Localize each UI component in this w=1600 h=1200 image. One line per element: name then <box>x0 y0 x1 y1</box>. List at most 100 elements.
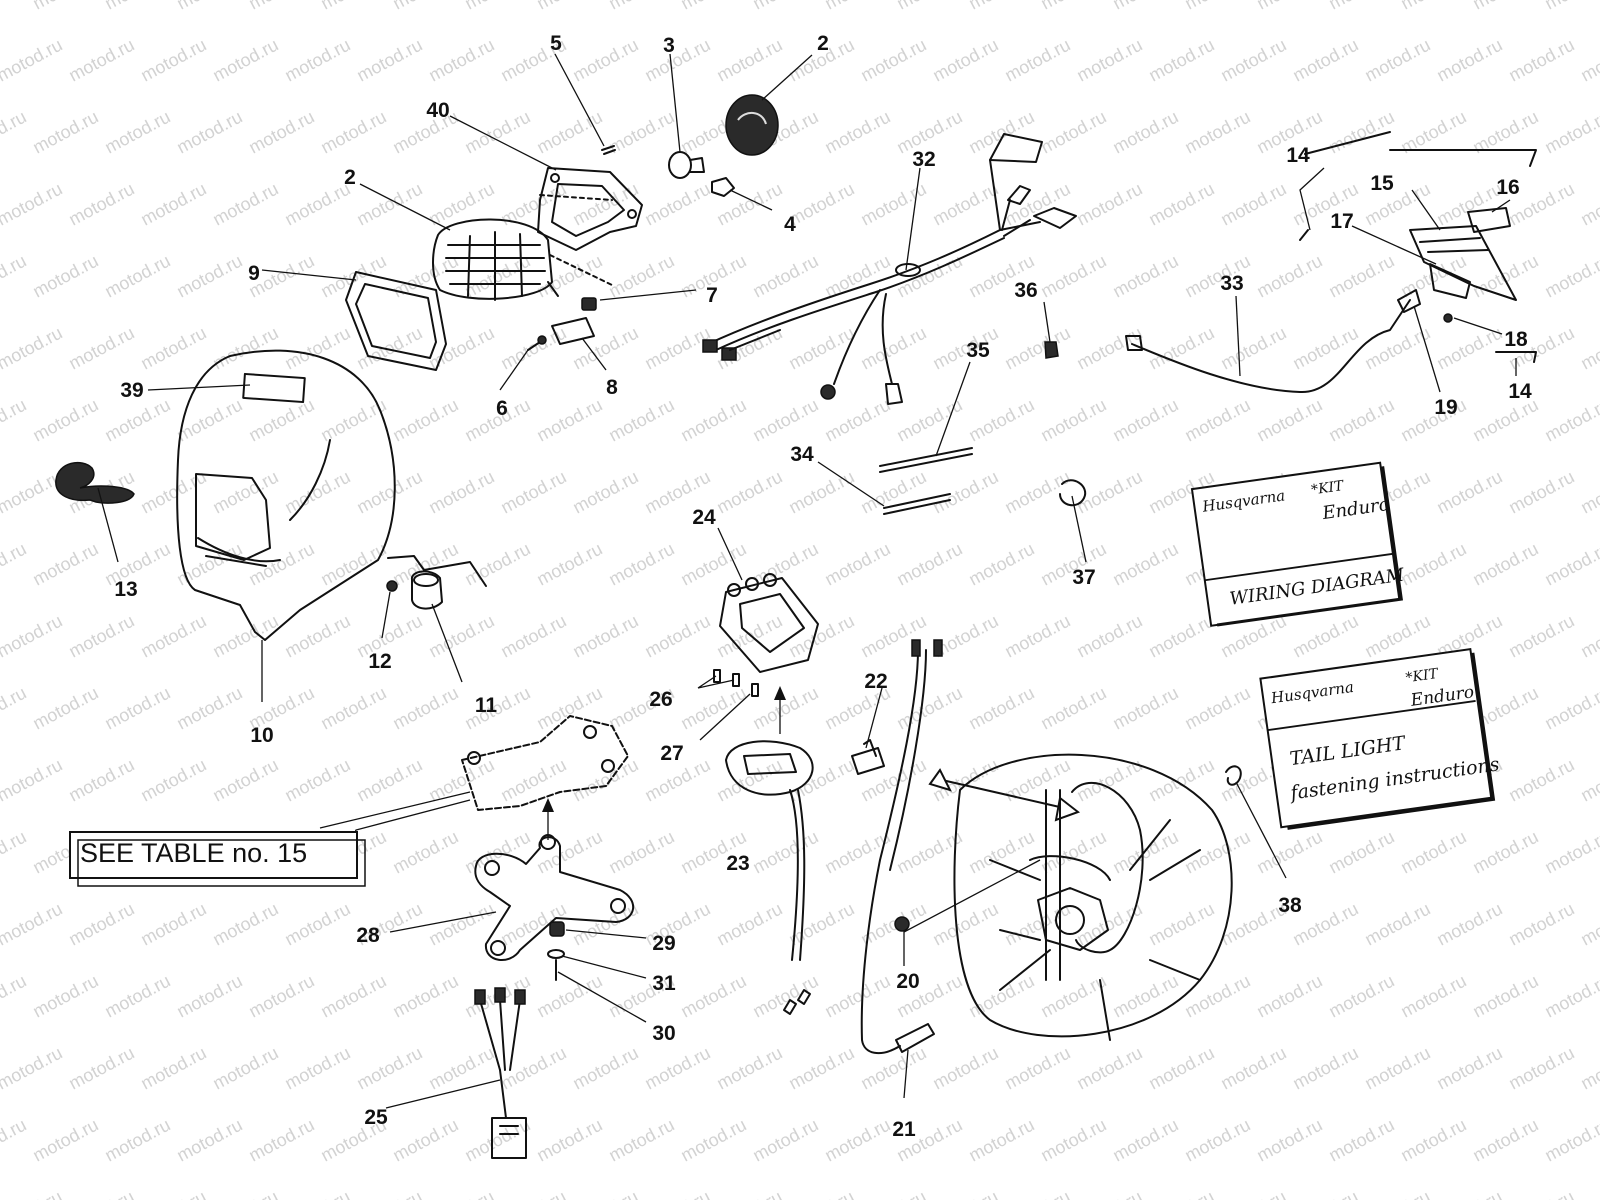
watermark-text: motod.ru <box>1001 611 1073 662</box>
watermark-text: motod.ru <box>173 971 245 1022</box>
headlight-rim <box>345 271 447 371</box>
callout-24: 24 <box>692 506 716 529</box>
callout-25: 25 <box>364 1106 388 1129</box>
headlight-lens <box>432 218 559 301</box>
watermark-text: motod.ru <box>461 683 533 734</box>
tail-light <box>1409 207 1517 301</box>
watermark-text: motod.ru <box>749 683 821 734</box>
watermark-text: motod.ru <box>29 539 101 590</box>
watermark-text: motod.ru <box>1361 323 1433 374</box>
watermark-text: motod.ru <box>389 827 461 878</box>
watermark-text: motod.ru <box>497 1043 569 1094</box>
watermark-text: motod.ru <box>245 971 317 1022</box>
bracket-8 <box>551 317 595 345</box>
watermark-text: motod.ru <box>1145 611 1217 662</box>
watermark-text: motod.ru <box>1217 1043 1289 1094</box>
watermark-text: motod.ru <box>929 179 1001 230</box>
watermark-text: motod.ru <box>677 395 749 446</box>
watermark-text: motod.ru <box>1073 35 1145 86</box>
watermark-text: motod.ru <box>533 683 605 734</box>
watermark-text: motod.ru <box>1289 35 1361 86</box>
callout-14-top: 14 <box>1286 144 1310 167</box>
screw-12 <box>386 580 398 592</box>
watermark-text: motod.ru <box>1433 899 1505 950</box>
watermark-text: motod.ru <box>1541 1115 1600 1166</box>
watermark-text: motod.ru <box>1361 35 1433 86</box>
watermark-text: motod.ru <box>605 0 677 14</box>
watermark-text: motod.ru <box>1397 1115 1469 1166</box>
watermark-text: motod.ru <box>1001 1043 1073 1094</box>
watermark-text: motod.ru <box>1505 1043 1577 1094</box>
watermark-text: motod.ru <box>965 971 1037 1022</box>
watermark-text: motod.ru <box>137 1043 209 1094</box>
watermark-text: motod.ru <box>1001 1187 1073 1200</box>
watermark-text: motod.ru <box>353 35 425 86</box>
watermark-text: motod.ru <box>857 323 929 374</box>
watermark-text: motod.ru <box>1541 395 1600 446</box>
watermark-text: motod.ru <box>677 971 749 1022</box>
watermark-text: motod.ru <box>137 179 209 230</box>
callout-12: 12 <box>368 650 391 673</box>
watermark-text: motod.ru <box>1217 1187 1289 1200</box>
watermark-text: motod.ru <box>1109 107 1181 158</box>
screw-6 <box>527 335 547 351</box>
switch-harness-25 <box>474 987 527 1159</box>
watermark-text: motod.ru <box>1577 179 1600 230</box>
watermark-text: motod.ru <box>929 1187 1001 1200</box>
callout-21: 21 <box>892 1118 916 1141</box>
watermark-text: motod.ru <box>857 755 929 806</box>
watermark-text: motod.ru <box>1145 35 1217 86</box>
watermark-text: motod.ru <box>1181 1115 1253 1166</box>
watermark-text: motod.ru <box>821 971 893 1022</box>
watermark-text: motod.ru <box>497 179 569 230</box>
callout-numbers: 5 3 2 2 40 9 39 4 7 6 8 13 12 11 10 32 3… <box>114 32 1532 1141</box>
watermark-text: motod.ru <box>929 467 1001 518</box>
watermark-text: motod.ru <box>1217 179 1289 230</box>
watermark-text: motod.ru <box>389 683 461 734</box>
watermark-text: motod.ru <box>281 755 353 806</box>
watermark-text: motod.ru <box>821 251 893 302</box>
watermark-text: motod.ru <box>137 323 209 374</box>
watermark-text: motod.ru <box>281 179 353 230</box>
washer-31 <box>547 949 565 959</box>
watermark-text: motod.ru <box>785 755 857 806</box>
small-clip-7 <box>581 297 597 311</box>
watermark-text: motod.ru <box>749 0 821 14</box>
watermark-text: motod.ru <box>209 323 281 374</box>
watermark-text: motod.ru <box>857 467 929 518</box>
clip-37 <box>1059 479 1087 507</box>
watermark-text: motod.ru <box>677 539 749 590</box>
watermark-text: motod.ru <box>1109 251 1181 302</box>
watermark-text: motod.ru <box>29 395 101 446</box>
watermark-text: motod.ru <box>1109 395 1181 446</box>
callout-26: 26 <box>649 688 672 711</box>
watermark-text: motod.ru <box>425 611 497 662</box>
wiring-kit: *KIT <box>1310 478 1346 499</box>
callout-5: 5 <box>550 32 562 55</box>
hook-13 <box>55 461 135 504</box>
watermark-text: motod.ru <box>1289 1187 1361 1200</box>
watermark-text: motod.ru <box>389 0 461 14</box>
watermark-text: motod.ru <box>569 323 641 374</box>
watermark-text: motod.ru <box>1469 827 1541 878</box>
watermark-text: motod.ru <box>1325 1115 1397 1166</box>
screw-5 <box>601 145 616 155</box>
watermark-text: motod.ru <box>65 1187 137 1200</box>
watermark-text: motod.ru <box>785 179 857 230</box>
watermark-text: motod.ru <box>641 1043 713 1094</box>
watermark-text: motod.ru <box>0 467 66 518</box>
watermark-text: motod.ru <box>533 107 605 158</box>
watermark-text: motod.ru <box>1541 0 1600 14</box>
watermark-text: motod.ru <box>1073 611 1145 662</box>
callout-4: 4 <box>784 213 796 236</box>
watermark-text: motod.ru <box>1541 971 1600 1022</box>
watermark-text: motod.ru <box>245 1115 317 1166</box>
watermark-text: motod.ru <box>497 611 569 662</box>
watermark-text: motod.ru <box>1541 683 1600 734</box>
watermark-text: motod.ru <box>137 1187 209 1200</box>
watermark-text: motod.ru <box>605 539 677 590</box>
see-table-label: SEE TABLE no. 15 <box>80 838 307 868</box>
watermark-text: motod.ru <box>461 0 533 14</box>
watermark-text: motod.ru <box>677 1115 749 1166</box>
watermark-text: motod.ru <box>1001 35 1073 86</box>
